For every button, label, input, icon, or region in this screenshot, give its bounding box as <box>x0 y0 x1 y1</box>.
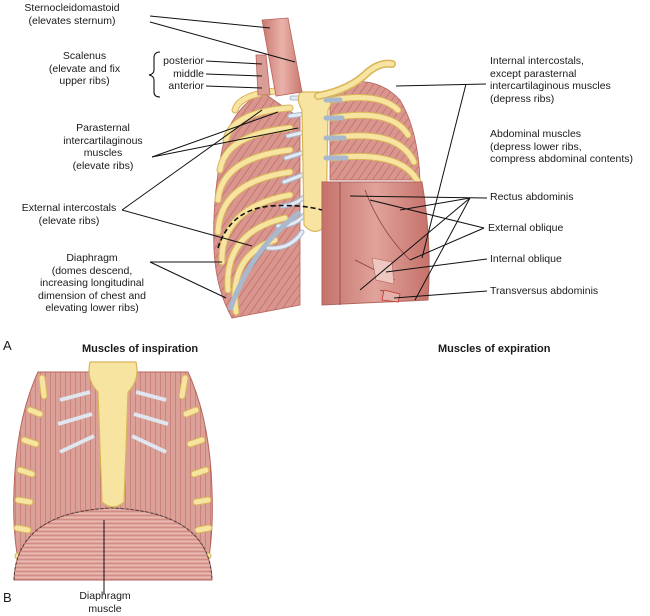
scalenus-brace <box>148 51 161 98</box>
label-parasternal: Parasternal intercartilaginous muscles (… <box>48 122 158 172</box>
label-line: Diaphragm <box>66 252 118 264</box>
label-external-oblique: External oblique <box>488 222 564 234</box>
inspiration-sternum <box>88 361 138 508</box>
label-line: Sternocleidomastoid <box>24 2 120 14</box>
label-external-intercostals: External intercostals (elevate ribs) <box>8 202 130 227</box>
sternocleidomastoid-muscle <box>261 17 303 97</box>
label-diaphragm-muscle: Diaphragm muscle <box>60 590 150 615</box>
lower-costal-margin <box>227 210 302 311</box>
label-line: intercartilaginous <box>63 134 143 147</box>
diaphragm-dome <box>217 204 323 249</box>
label-abdominal-muscles: Abdominal muscles (depress lower ribs, c… <box>490 128 648 166</box>
costal-cartilages-left <box>323 97 349 161</box>
inspiration-cartilages <box>57 390 169 454</box>
label-line: (elevate ribs) <box>72 159 134 172</box>
heading-muscles-of-expiration: Muscles of expiration <box>438 343 551 355</box>
label-scalenus: Scalenus (elevate and fix upper ribs) <box>22 50 147 88</box>
label-line: Parasternal <box>76 122 130 134</box>
label-scalenus-parts: posterior middle anterior <box>160 55 204 93</box>
label-transversus-abdominis: Transversus abdominis <box>490 285 599 297</box>
inspiration-diaphragm-outline <box>13 507 213 581</box>
scalenus-muscle <box>255 54 271 96</box>
label-line: compress abdominal contents) <box>490 153 633 165</box>
label-scalenus-middle: middle <box>173 67 204 80</box>
label-line: Abdominal muscles <box>490 128 582 140</box>
label-line: increasing longitudinal <box>40 277 144 289</box>
panel-b-inspiration <box>13 361 213 594</box>
panel-letter-b: B <box>3 590 12 605</box>
label-line: Diaphragm <box>79 590 131 602</box>
label-internal-oblique: Internal oblique <box>490 253 562 265</box>
panel-a-thorax <box>213 17 430 319</box>
label-rectus-abdominis: Rectus abdominis <box>490 191 574 203</box>
label-diaphragm: Diaphragm (domes descend, increasing lon… <box>22 252 162 315</box>
label-line: (domes descend, <box>51 264 133 277</box>
label-line: (elevate and fix <box>48 62 121 75</box>
label-line: elevating lower ribs) <box>45 302 139 314</box>
abdominal-muscles <box>321 181 430 306</box>
label-line: (depress lower ribs, <box>490 140 582 153</box>
label-line: Internal intercostals, <box>490 55 584 67</box>
panel-letter-a: A <box>3 338 12 353</box>
label-line: dimension of chest and <box>38 289 146 302</box>
clavicle-fill <box>315 61 395 99</box>
label-line: (elevate ribs) <box>38 214 100 227</box>
label-line: Scalenus <box>62 50 107 62</box>
label-scalenus-anterior: anterior <box>168 80 204 92</box>
label-internal-intercostals: Internal intercostals, except parasterna… <box>490 55 648 105</box>
label-line: (elevates sternum) <box>28 14 116 27</box>
transversus-patch <box>381 289 401 303</box>
leader-lines-panel-a <box>121 15 488 301</box>
label-scalenus-posterior: posterior <box>163 55 204 67</box>
label-sternocleidomastoid: Sternocleidomastoid (elevates sternum) <box>2 2 142 27</box>
label-line: External intercostals <box>21 202 117 214</box>
label-line: muscles <box>83 147 123 159</box>
heading-muscles-of-inspiration: Muscles of inspiration <box>82 343 199 355</box>
label-line: (depress ribs) <box>490 92 555 105</box>
label-line: except parasternal <box>490 67 577 80</box>
label-line: intercartilaginous muscles <box>490 80 611 92</box>
label-line: upper ribs) <box>59 75 110 87</box>
label-line: muscle <box>88 602 122 615</box>
